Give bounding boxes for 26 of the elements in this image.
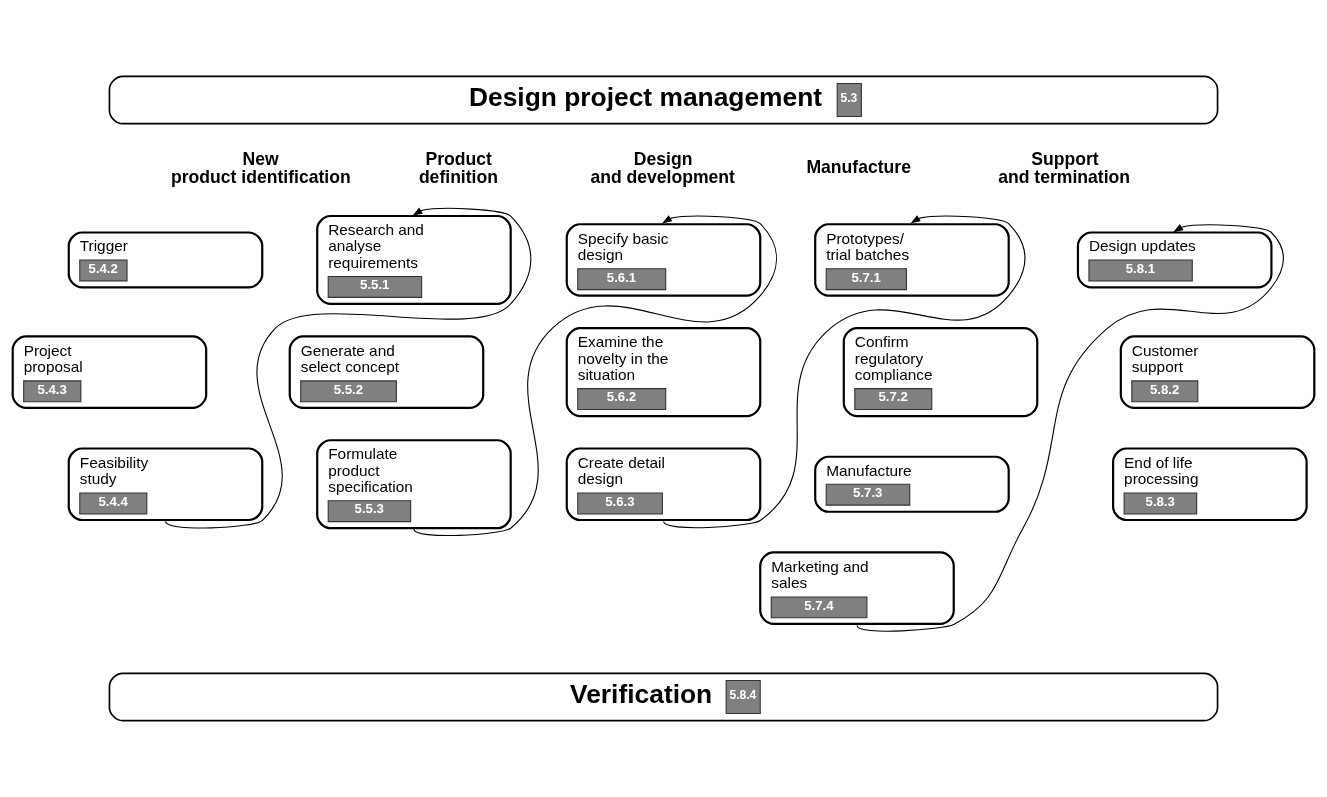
arrow: [413, 215, 778, 537]
node-box: Project proposal 5.4.3: [11, 335, 208, 409]
node-box: Specify basic design 5.6.1: [565, 223, 762, 297]
node-box: Formulate product specification 5.5.3: [316, 439, 512, 530]
node-box: Research and analyse requirements 5.5.1: [316, 214, 512, 306]
node-box: Create detail design 5.6.3: [565, 447, 762, 522]
node-box: Feasibility study 5.4.4: [67, 447, 264, 522]
label: Design and development: [590, 149, 735, 187]
label: New product identification: [171, 149, 351, 187]
node-box: Customer support 5.8.2: [1119, 335, 1316, 409]
node-box: Marketing and sales 5.7.4: [759, 551, 955, 625]
node-box: Trigger 5.4.2: [67, 231, 264, 289]
node-box: End of life processing 5.8.3: [1112, 447, 1308, 522]
node-box: Generate and select concept 5.5.2: [288, 335, 485, 409]
node-box: Prototypes/ trial batches 5.7.1: [814, 223, 1010, 297]
label: Manufacture: [806, 156, 911, 177]
node-box: Verification 5.8.4: [108, 672, 1219, 722]
node-box: Examine the novelty in the situation 5.6.2: [565, 327, 762, 418]
arrow: [662, 215, 1026, 529]
node-box: Confirm regulatory compliance 5.7.2: [842, 327, 1039, 418]
node-box: Design project management 5.3: [108, 75, 1219, 125]
arrow: [164, 207, 532, 529]
label: Product definition: [418, 149, 498, 187]
label: Support and termination: [998, 149, 1131, 187]
node-box: Design updates 5.8.1: [1076, 231, 1273, 289]
node-box: Manufacture 5.7.3: [814, 455, 1010, 513]
